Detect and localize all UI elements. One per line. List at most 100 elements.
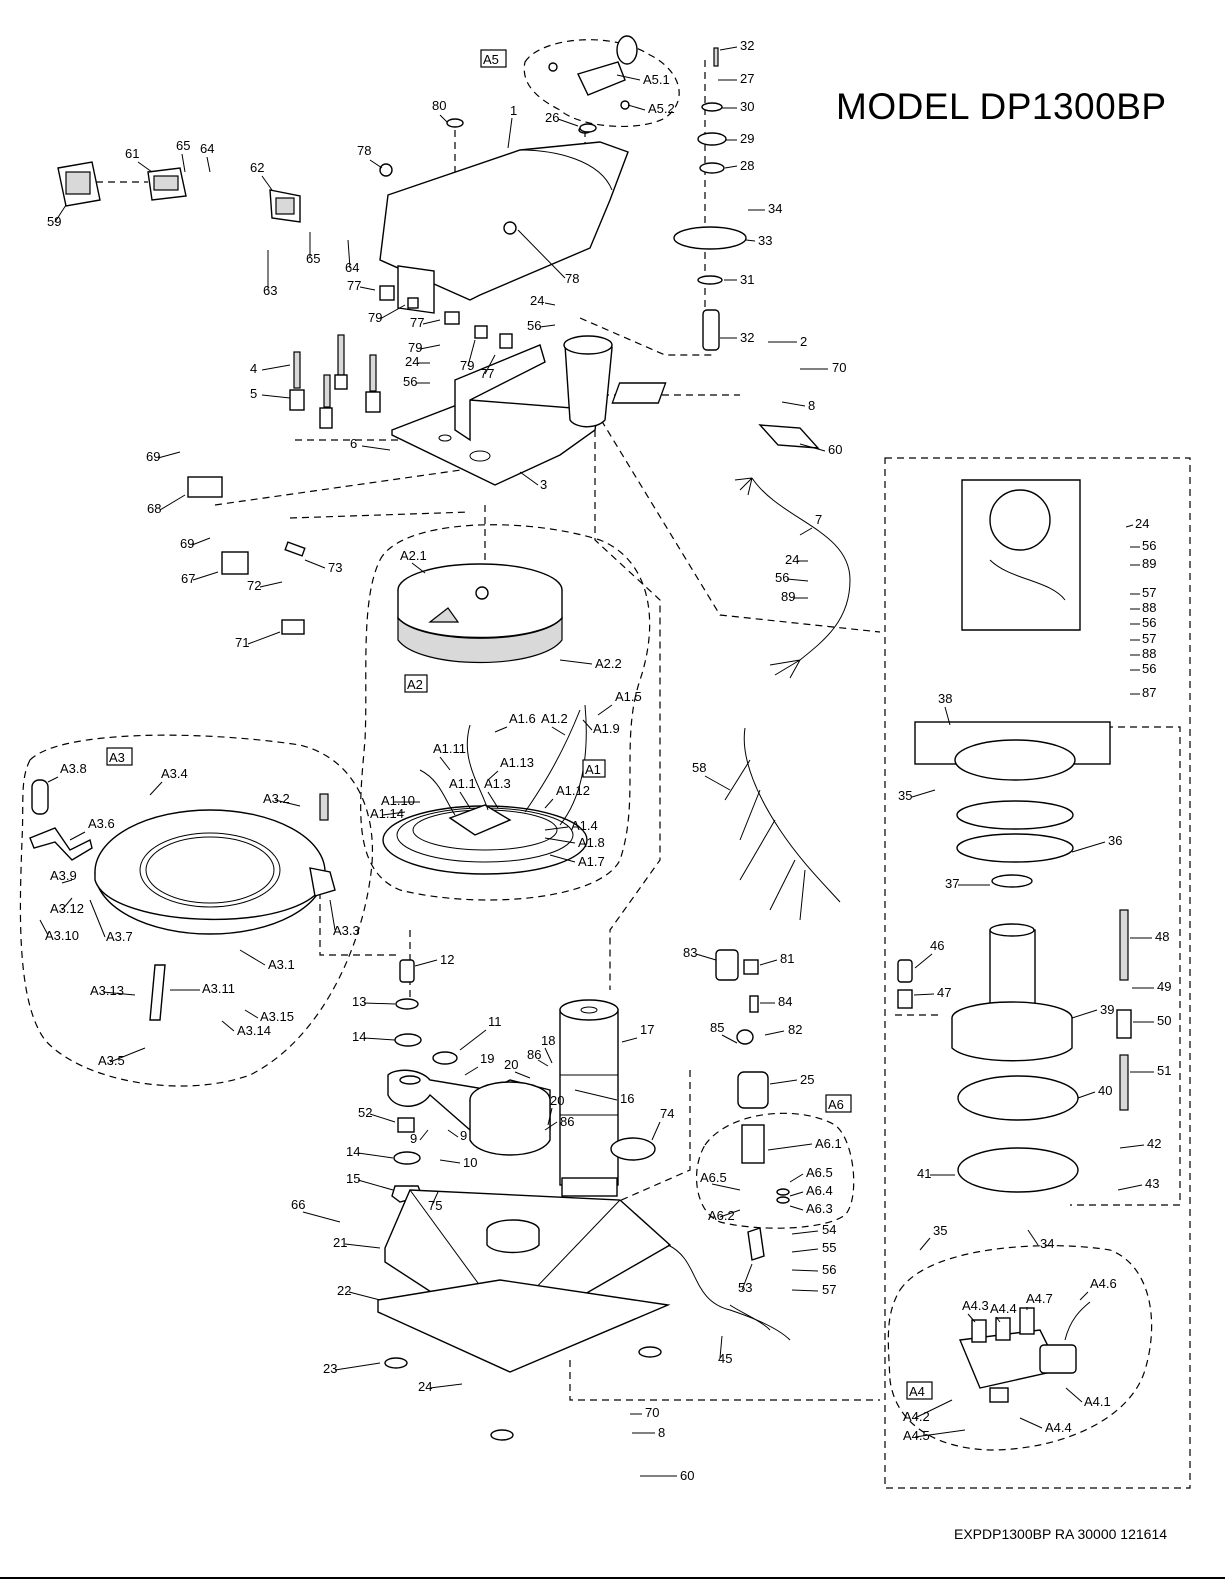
callout-number: A1.6: [509, 711, 536, 726]
callout-c11: 11: [459, 1014, 502, 1051]
callout-c56f: 56: [1130, 615, 1156, 630]
callout-leader: [514, 1071, 531, 1079]
callout-leader: [422, 319, 441, 325]
callout-number: 67: [181, 571, 195, 586]
callout-leader: [1125, 524, 1134, 528]
callout-leader: [1019, 1417, 1043, 1429]
callout-leader: [47, 776, 59, 783]
callout-leader: [261, 175, 273, 191]
callout-c77b: 77: [410, 315, 441, 330]
callout-c22: 22: [337, 1283, 381, 1301]
callout-number: 9: [460, 1128, 467, 1143]
callout-cA114: A1.14: [370, 806, 406, 821]
callout-number: A1.14: [370, 806, 404, 821]
callout-number: A6.1: [815, 1136, 842, 1151]
callout-c56e: 56: [1130, 538, 1156, 553]
callout-number: 6: [350, 436, 357, 451]
callout-number: 34: [768, 201, 782, 216]
callout-leader: [544, 1121, 558, 1131]
callout-number: 86: [560, 1114, 574, 1129]
handle-assembly-a5: [548, 35, 638, 110]
callout-number: 57: [1142, 631, 1156, 646]
callout-leader: [597, 704, 613, 716]
callout-number: 75: [428, 1198, 442, 1213]
callout-cA42: A4.2: [903, 1399, 953, 1424]
callout-leader: [61, 879, 73, 884]
box-A4: A4: [909, 1384, 925, 1399]
callout-number: 71: [235, 635, 249, 650]
callout-number: 64: [200, 141, 214, 156]
callout-c1: 1: [507, 103, 517, 149]
callout-number: 56: [1142, 538, 1156, 553]
model-title: MODEL DP1300BP: [836, 86, 1167, 127]
callout-leader: [259, 581, 283, 588]
group-a5-boundary: [523, 39, 680, 127]
callout-number: A3.14: [237, 1023, 271, 1038]
callout-number: 48: [1155, 929, 1169, 944]
callout-number: 89: [1142, 556, 1156, 571]
callout-leader: [344, 1243, 381, 1249]
callout-leader: [911, 789, 936, 798]
callout-number: 60: [680, 1468, 694, 1483]
callout-leader: [582, 719, 593, 731]
callout-leader: [557, 118, 579, 127]
callout-number: A4.5: [903, 1428, 930, 1443]
callout-number: 32: [740, 38, 754, 53]
callout-leader: [544, 798, 554, 809]
callout-c2: 2: [768, 334, 807, 349]
callout-number: 59: [47, 214, 61, 229]
callout-leader: [382, 811, 406, 816]
callout-number: A2.1: [400, 548, 427, 563]
callout-c75: 75: [428, 1191, 442, 1213]
group-a4-boundary: [887, 1245, 1153, 1451]
callout-number: 17: [640, 1022, 654, 1037]
callout-leader: [651, 1121, 661, 1141]
callout-number: 77: [410, 315, 424, 330]
callout-number: 13: [352, 994, 366, 1009]
callout-number: 18: [541, 1033, 555, 1048]
callout-cA11: A1.1: [449, 776, 476, 809]
callout-leader: [439, 1159, 461, 1164]
callout-leader: [719, 1209, 741, 1218]
callout-c19: 19: [464, 1051, 494, 1076]
callout-cA31: A3.1: [239, 949, 295, 972]
callout-c79c: 79: [460, 339, 476, 373]
base-bracket-3: [391, 335, 613, 486]
callout-number: 77: [347, 278, 361, 293]
callout-c27: 27: [718, 71, 754, 86]
callout-c31: 31: [724, 272, 754, 287]
group-a3-boundary: [19, 734, 374, 1087]
callout-c12: 12: [414, 952, 454, 967]
callout-c35b: 35: [919, 1223, 947, 1251]
callout-leader: [786, 578, 809, 582]
box-A6: A6: [828, 1097, 844, 1112]
callout-leader: [467, 339, 476, 367]
callout-number: 31: [740, 272, 754, 287]
pneumatic-valve-a4: [958, 1301, 1091, 1403]
callout-cA44b: A4.4: [1019, 1417, 1072, 1435]
callout-leader: [791, 1289, 819, 1292]
callout-c56c: 56: [775, 570, 809, 585]
column-and-arm: [387, 959, 656, 1203]
callout-number: 42: [1147, 1136, 1161, 1151]
callout-c77c: 77: [480, 354, 496, 381]
callout-number: 26: [545, 110, 559, 125]
callout-c60a: 60: [799, 442, 842, 457]
callout-leader: [967, 1313, 976, 1323]
callout-number: 27: [740, 71, 754, 86]
callout-number: 16: [620, 1091, 634, 1106]
callout-c34b: 34: [1027, 1229, 1054, 1251]
callout-number: 87: [1142, 685, 1156, 700]
callout-leader: [914, 1429, 966, 1438]
callout-number: 49: [1157, 979, 1171, 994]
callout-number: 66: [291, 1197, 305, 1212]
callout-number: A1.7: [578, 854, 605, 869]
callout-c56d: 56: [791, 1262, 836, 1277]
callout-number: 41: [917, 1166, 931, 1181]
callout-leader: [419, 344, 441, 350]
callout-number: 56: [775, 570, 789, 585]
callout-c88a: 88: [1130, 600, 1156, 615]
callout-number: A3.4: [161, 766, 188, 781]
callout-c8b: 8: [632, 1425, 665, 1440]
